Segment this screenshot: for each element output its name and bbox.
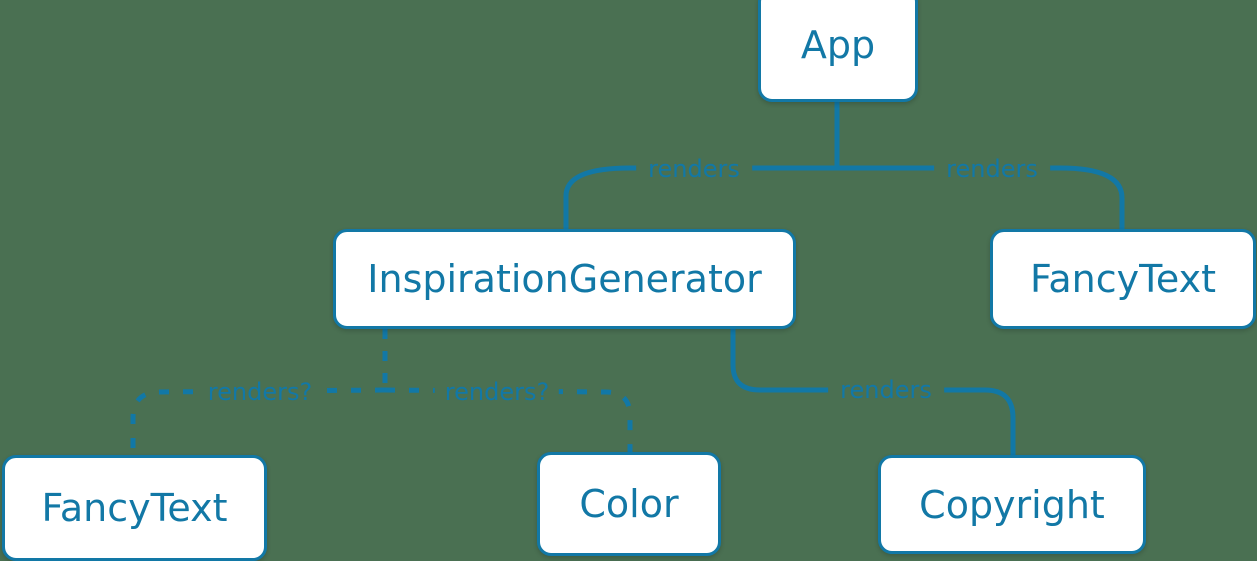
edge-label-inspirationgenerator-renders-copyright: renders [828,378,944,402]
node-fancytext-bottom[interactable]: FancyText [2,455,267,561]
edge-label-app-renders-inspirationgenerator: renders [636,157,752,181]
node-copyright[interactable]: Copyright [878,455,1146,554]
node-color-label: Color [579,482,679,526]
node-app[interactable]: App [758,0,918,102]
node-fancytext-right-label: FancyText [1030,257,1216,301]
node-inspirationgenerator[interactable]: InspirationGenerator [333,229,796,329]
edge-inspgen-to-color [384,387,633,452]
edge-inspgen-to-fancytext [130,387,386,455]
edge-app-to-inspgen [563,165,840,232]
node-inspirationgenerator-label: InspirationGenerator [367,257,762,301]
node-color[interactable]: Color [537,452,721,556]
node-fancytext-right[interactable]: FancyText [990,229,1256,329]
edge-label-inspirationgenerator-renders-fancytext: renders? [197,380,323,404]
edge-label-inspirationgenerator-renders-color: renders? [434,380,560,404]
node-fancytext-bottom-label: FancyText [41,486,228,530]
edge-label-app-renders-fancytext: renders [934,157,1050,181]
edge-app-to-fancytext [834,165,1125,232]
node-copyright-label: Copyright [919,482,1105,527]
node-app-label: App [800,23,876,67]
